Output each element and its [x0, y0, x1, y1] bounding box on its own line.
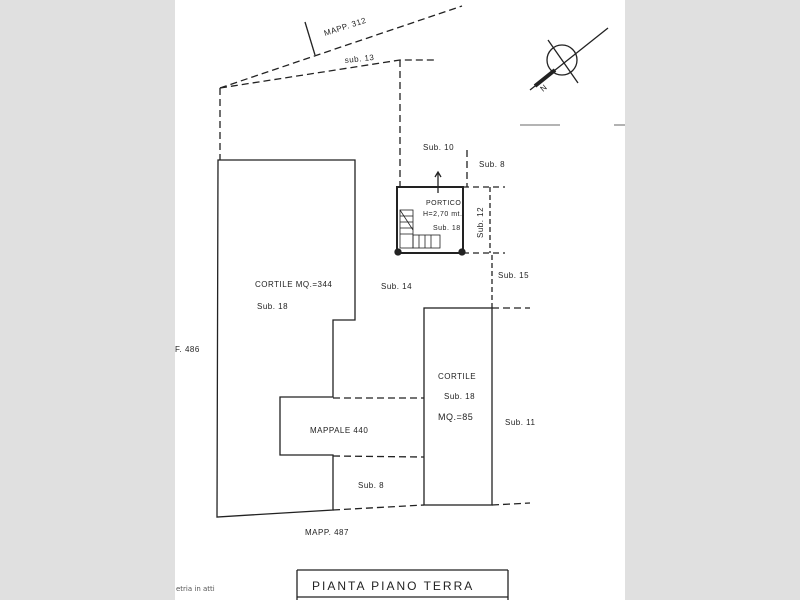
boundary-sub-11-bottom [491, 502, 531, 506]
label-sub-11: Sub. 11 [505, 418, 536, 427]
label-cortile-main: CORTILE MQ.=344 [255, 280, 332, 289]
label-cortile-right: CORTILE [438, 372, 476, 381]
label-mapp-486: F. 486 [175, 345, 200, 354]
north-arrow-icon [529, 27, 609, 91]
label-sub-13: sub. 13 [344, 53, 375, 65]
boundary-sub-13 [219, 59, 435, 89]
label-mappale-440: MAPPALE 440 [310, 426, 368, 435]
label-portico-sub: Sub. 18 [433, 225, 461, 232]
corner-post [458, 248, 466, 256]
label-sub-10: Sub. 10 [423, 143, 454, 152]
boundary-bottom [332, 504, 425, 511]
cortile-main-outline [216, 159, 356, 518]
label-portico-height: H=2,70 mt. [423, 211, 462, 218]
label-mapp-312: MAPP. 312 [323, 16, 368, 38]
compass-label: N [539, 83, 550, 94]
label-sub-8-top: Sub. 8 [479, 160, 505, 169]
mappale-440-bottom [332, 455, 425, 458]
label-sub-14: Sub. 14 [381, 282, 412, 291]
cortile-right-outline [423, 307, 493, 506]
label-sub-12: Sub. 12 [476, 207, 485, 238]
portico-arrow-head [434, 170, 442, 178]
label-sub-15: Sub. 15 [498, 271, 529, 280]
label-cortile-right-sub: Sub. 18 [444, 392, 475, 401]
label-cortile-main-sub: Sub. 18 [257, 302, 288, 311]
label-sub-8-bottom: Sub. 8 [358, 481, 384, 490]
boundary-tick [304, 21, 316, 56]
plan-sheet: MAPP. 312 sub. 13 Sub. 10 Sub. 8 PORTICO… [175, 0, 625, 600]
floor-plan-drawing: MAPP. 312 sub. 13 Sub. 10 Sub. 8 PORTICO… [175, 5, 625, 600]
label-mapp-487: MAPP. 487 [305, 528, 349, 537]
corner-post [394, 248, 402, 256]
portico-outline [396, 186, 464, 254]
label-portico: PORTICO [426, 200, 461, 207]
caption-text: etria in atti [176, 585, 215, 593]
plan-title: PIANTA PIANO TERRA [312, 579, 474, 593]
label-cortile-right-area: MQ.=85 [438, 412, 473, 422]
boundary-mapp-312 [219, 5, 463, 89]
stair-icon [399, 209, 441, 249]
